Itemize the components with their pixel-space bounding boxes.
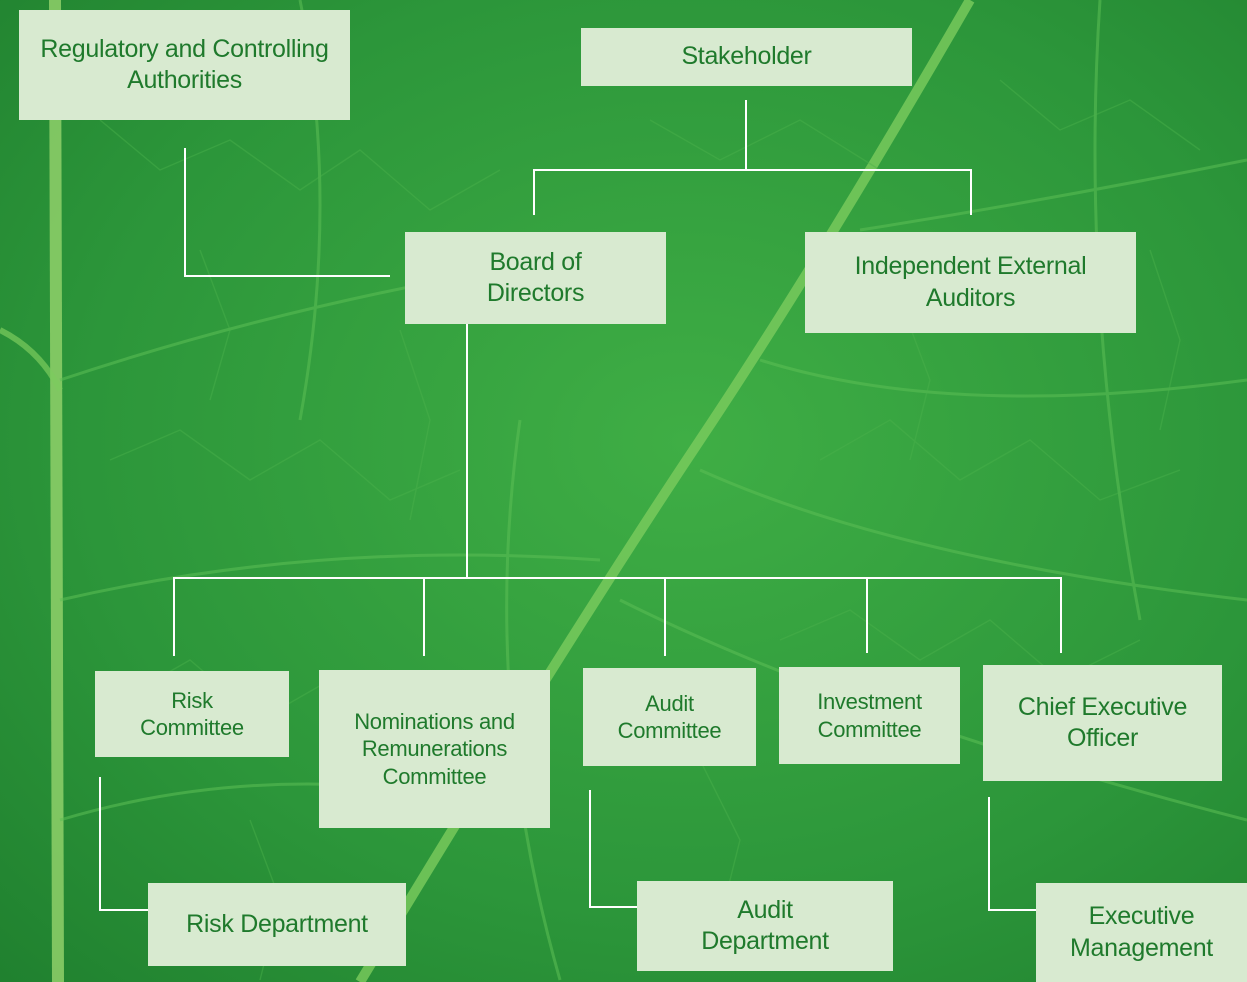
nominations-committee-label: Nominations and Remunerations Committee [354,708,515,789]
risk-department-box: Risk Department [148,883,406,966]
external-auditors-box: Independent External Auditors [805,232,1136,333]
investment-committee-box: Investment Committee [779,667,960,764]
stakeholder-box: Stakeholder [581,28,912,86]
board-of-directors-box: Board of Directors [405,232,666,324]
stakeholder-label: Stakeholder [681,42,812,71]
audit-committee-box: Audit Committee [583,668,756,766]
chief-executive-label: Chief Executive Officer [1017,692,1188,752]
audit-department-box: Audit Department [637,881,893,971]
audit-committee-label: Audit Committee [617,690,722,744]
investment-committee-label: Investment Committee [817,689,922,742]
risk-committee-label: Risk Committee [140,687,244,741]
nominations-committee-box: Nominations and Remunerations Committee [319,670,550,828]
risk-committee-box: Risk Committee [95,671,289,757]
executive-management-label: Executive Management [1070,902,1213,962]
audit-department-label: Audit Department [701,895,829,955]
external-auditors-label: Independent External Auditors [854,252,1087,312]
executive-management-box: Executive Management [1036,883,1247,982]
risk-department-label: Risk Department [186,909,368,938]
chief-executive-box: Chief Executive Officer [983,665,1222,781]
regulatory-authorities-box: Regulatory and Controlling Authorities [19,10,350,120]
regulatory-authorities-label: Regulatory and Controlling Authorities [40,34,329,94]
board-of-directors-label: Board of Directors [486,247,585,307]
